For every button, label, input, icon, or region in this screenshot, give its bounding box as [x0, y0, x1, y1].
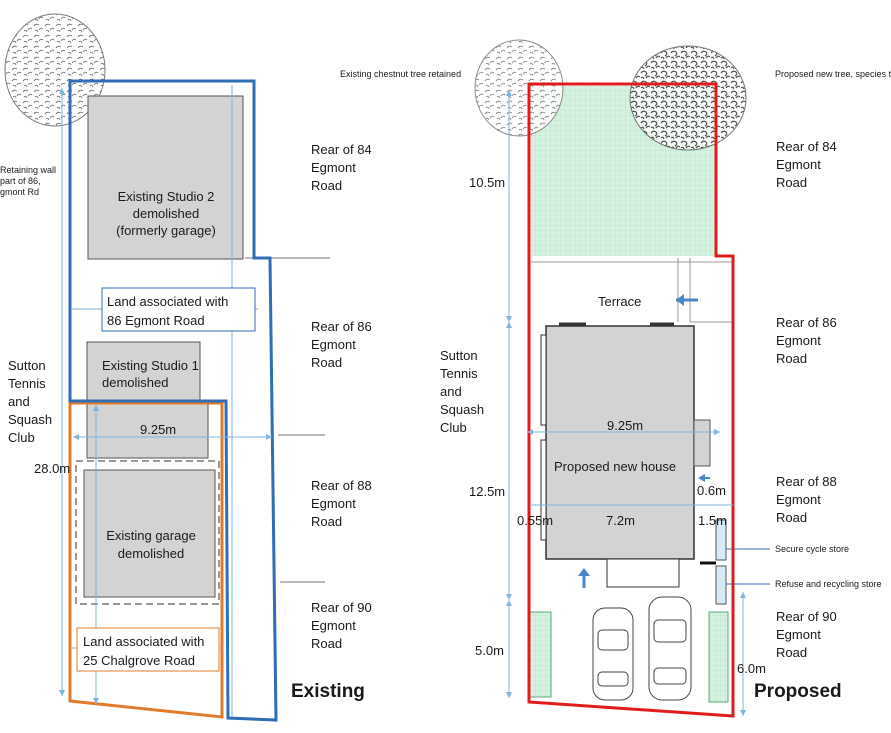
rear-84-label-proposed: Rear of 84 Egmont Road [776, 139, 837, 190]
proposed-house-footprint [545, 325, 695, 560]
chalgrove-boundary [68, 401, 224, 719]
sutton-club-label-proposed: Sutton Tennis and Squash Club [440, 348, 485, 435]
cycle-store-label: Secure cycle store [775, 544, 850, 554]
planting-strip-left [529, 611, 552, 698]
land-25-label: Land associated with 25 Chalgrove Road [83, 634, 205, 668]
garage-building [83, 469, 216, 598]
chestnut-tree-icon [474, 39, 564, 137]
car-icon [592, 607, 634, 701]
gap-right-dimension: 0.6m [697, 483, 726, 498]
parking-depth-dimension: 5.0m [475, 643, 504, 658]
studio-1-label: Existing Studio 1 demolished [102, 358, 199, 390]
existing-heading: Existing [291, 681, 365, 702]
car-icon [648, 596, 692, 701]
terrace-label: Terrace [598, 294, 642, 309]
proposed-dimensions [508, 90, 744, 716]
studio-1-extension [86, 399, 209, 459]
rear-86-label: Rear of 86 Egmont Road [311, 319, 372, 370]
rear-90-label: Rear of 90 Egmont Road [311, 600, 372, 651]
proposed-tree-icon [629, 45, 747, 151]
garage-label: Existing garage demolished [106, 528, 196, 561]
refuse-store-label: Refuse and recycling store [775, 579, 882, 589]
studio-2-label: Existing Studio 2 demolished (formerly g… [116, 189, 216, 238]
land-86-label: Land associated with 86 Egmont Road [107, 294, 229, 328]
sutton-club-label-existing: Sutton Tennis and Squash Club [8, 358, 53, 445]
house-width-dimension: 9.25m [607, 418, 644, 433]
gap-left-dimension: 0.55m [517, 513, 554, 528]
proposed-house-label: Proposed new house [554, 459, 677, 474]
house-depth-dimension: 12.5m [469, 484, 506, 499]
terrace-access-arrow-icon [676, 294, 684, 306]
existing-width-dimension: 9.25m [140, 422, 177, 437]
entrance-porch [606, 558, 680, 588]
rear-86-label-proposed: Rear of 86 Egmont Road [776, 315, 837, 366]
cycle-store [715, 519, 727, 561]
proposed-plan [474, 39, 770, 718]
planting-strip-right [708, 611, 729, 703]
rear-88-label: Rear of 88 Egmont Road [311, 478, 372, 529]
side-access-arrow-icon [698, 474, 705, 482]
retaining-wall-note: Retaining wall part of 86, gmont Rd [0, 165, 57, 197]
proposed-heading: Proposed [754, 681, 842, 702]
existing-tree-icon [4, 13, 106, 127]
land-86-box [101, 287, 256, 332]
existing-length-dimension: 28.0m [34, 461, 71, 476]
side-depth-dimension: 6.0m [737, 661, 766, 676]
new-tree-note: Proposed new tree, species to [775, 69, 891, 79]
refuse-store [715, 565, 727, 605]
inner-width-dimension: 7.2m [606, 513, 635, 528]
garden-depth-dimension: 10.5m [469, 175, 506, 190]
egmont-86-boundary [68, 79, 278, 722]
side-width-dimension: 1.5m [698, 513, 727, 528]
rear-90-label-proposed: Rear of 90 Egmont Road [776, 609, 837, 660]
chestnut-tree-note: Existing chestnut tree retained [340, 69, 462, 79]
entrance-arrow-icon [578, 568, 590, 576]
proposed-site-boundary [527, 82, 735, 718]
garage-outline [75, 460, 220, 605]
land-25-box [76, 627, 220, 672]
rear-84-label: Rear of 84 Egmont Road [311, 142, 372, 193]
existing-plan [4, 13, 330, 722]
rear-88-label-proposed: Rear of 88 Egmont Road [776, 474, 837, 525]
studio-1-building [86, 341, 201, 401]
house-bay [693, 419, 711, 467]
studio-2-building [87, 95, 244, 260]
